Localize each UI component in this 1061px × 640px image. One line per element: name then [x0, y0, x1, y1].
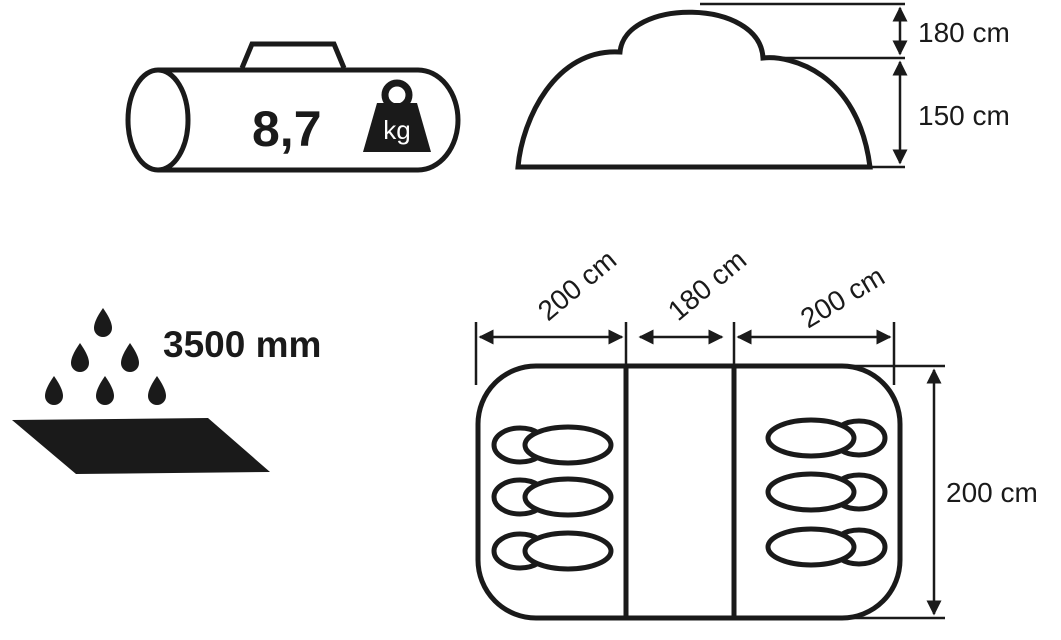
height-label-150: 150 cm: [918, 100, 1010, 131]
sleeping-bag-left-1: [494, 427, 611, 463]
weight-kg-icon: kg: [363, 79, 431, 152]
sleeping-bag-right-2: [768, 474, 885, 510]
sleeping-bag-right-3: [768, 529, 885, 565]
width-label-right: 200 cm: [795, 260, 890, 334]
sleeping-bag-left-2: [494, 479, 611, 515]
floor-plan: [474, 322, 945, 621]
weight-unit: kg: [383, 115, 410, 145]
bag-weight-value: 8,7: [252, 101, 322, 157]
waterproof-rating: 3500 mm: [163, 324, 321, 365]
width-label-middle: 180 cm: [662, 244, 752, 327]
tent-side-profile: [515, 2, 908, 170]
width-label-left: 200 cm: [532, 244, 622, 327]
sleeping-bag-left-3: [494, 533, 611, 569]
ground-surface: [12, 418, 270, 474]
sleeping-bag-right-1: [768, 420, 885, 456]
height-label-180: 180 cm: [918, 17, 1010, 48]
rain-drops-icon: [45, 308, 166, 405]
depth-label: 200 cm: [946, 477, 1038, 508]
tent-bag-icon: [125, 41, 461, 173]
